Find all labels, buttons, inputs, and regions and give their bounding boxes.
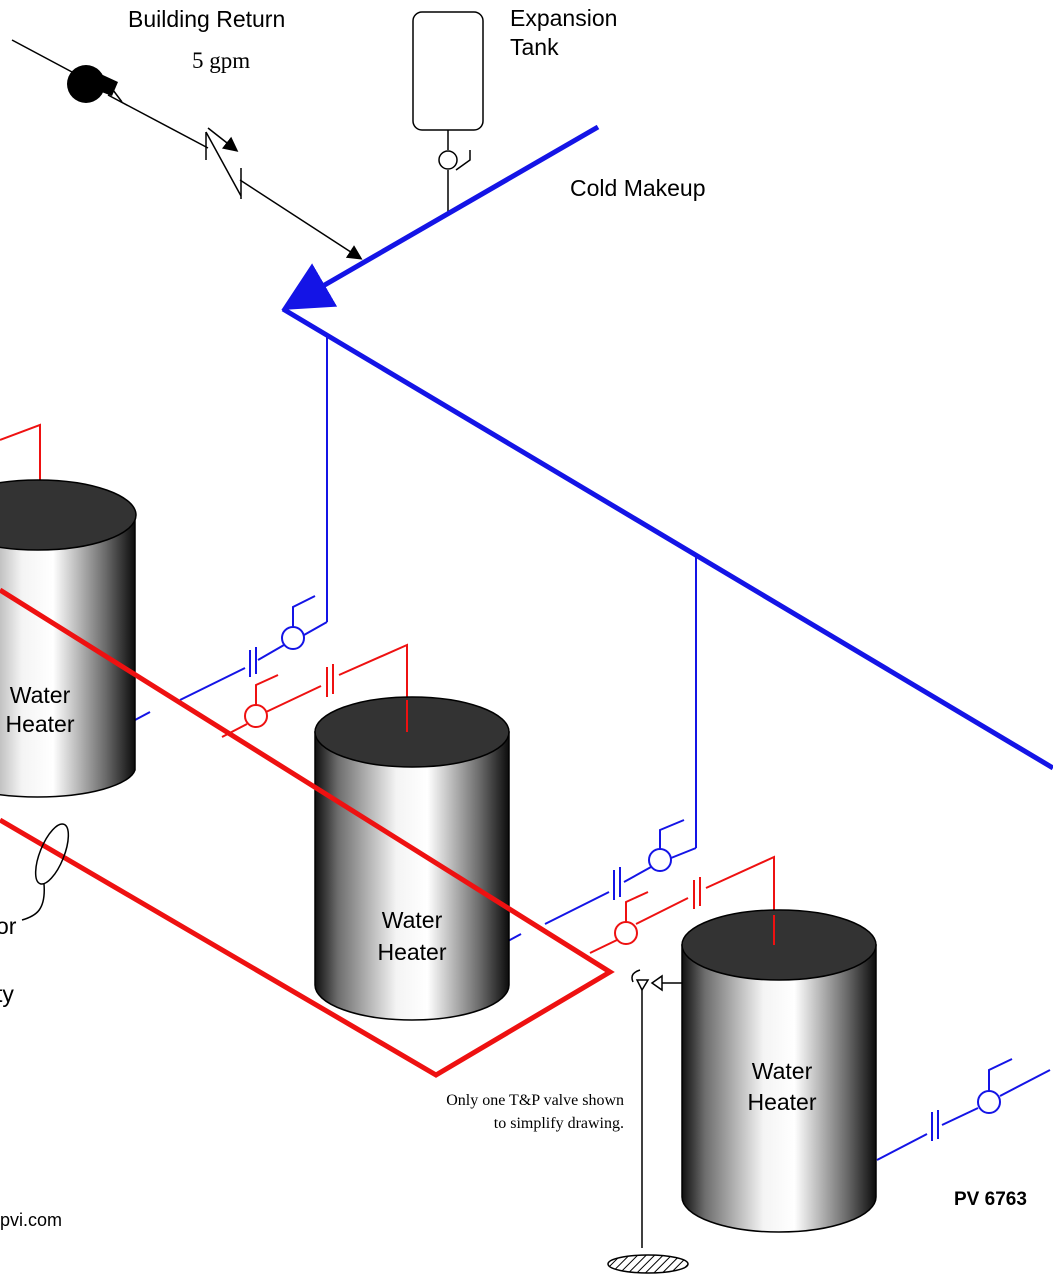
tp-relief-valve-icon xyxy=(631,969,682,1248)
cold-makeup-label: Cold Makeup xyxy=(570,175,706,201)
url-fragment-label: pvi.com xyxy=(0,1210,62,1230)
tp-note-line1: Only one T&P valve shown xyxy=(446,1092,624,1109)
heater-label-line2: Heater xyxy=(5,711,74,737)
flow-rate-label: 5 gpm xyxy=(192,48,250,73)
water-heater-3: Water Heater xyxy=(681,909,877,1233)
expansion-tank xyxy=(412,11,484,215)
water-heater-2: Water Heater xyxy=(314,696,510,1021)
floor-drain-icon xyxy=(607,1254,689,1274)
building-return-label: Building Return xyxy=(128,6,285,32)
cut-off-text-ty: ty xyxy=(0,981,14,1007)
tp-note-line2: to simplify drawing. xyxy=(494,1115,624,1132)
hot-water-main xyxy=(0,587,615,1078)
heater-label-line2: Heater xyxy=(377,939,446,965)
cold-branch-1 xyxy=(134,337,328,721)
expansion-tank-label-line1: Expansion xyxy=(510,5,617,31)
water-heater-1: Water Heater xyxy=(0,479,137,798)
cut-off-text-or: or xyxy=(0,913,17,939)
cold-branch-2 xyxy=(507,557,697,942)
expansion-tank-label-line2: Tank xyxy=(510,34,559,60)
heater-label-line2: Heater xyxy=(747,1089,816,1115)
cold-branch-3 xyxy=(876,1058,1051,1161)
heater-label-line1: Water xyxy=(10,682,71,708)
circulator-pump-icon xyxy=(67,65,123,103)
heater-label-line1: Water xyxy=(752,1058,813,1084)
heater-label-line1: Water xyxy=(382,907,443,933)
callout-oval xyxy=(21,823,70,921)
check-valve-icon xyxy=(205,127,242,199)
cold-makeup-line xyxy=(281,124,1053,771)
building-return-line xyxy=(11,39,363,260)
drawing-id-label: PV 6763 xyxy=(954,1189,1027,1210)
